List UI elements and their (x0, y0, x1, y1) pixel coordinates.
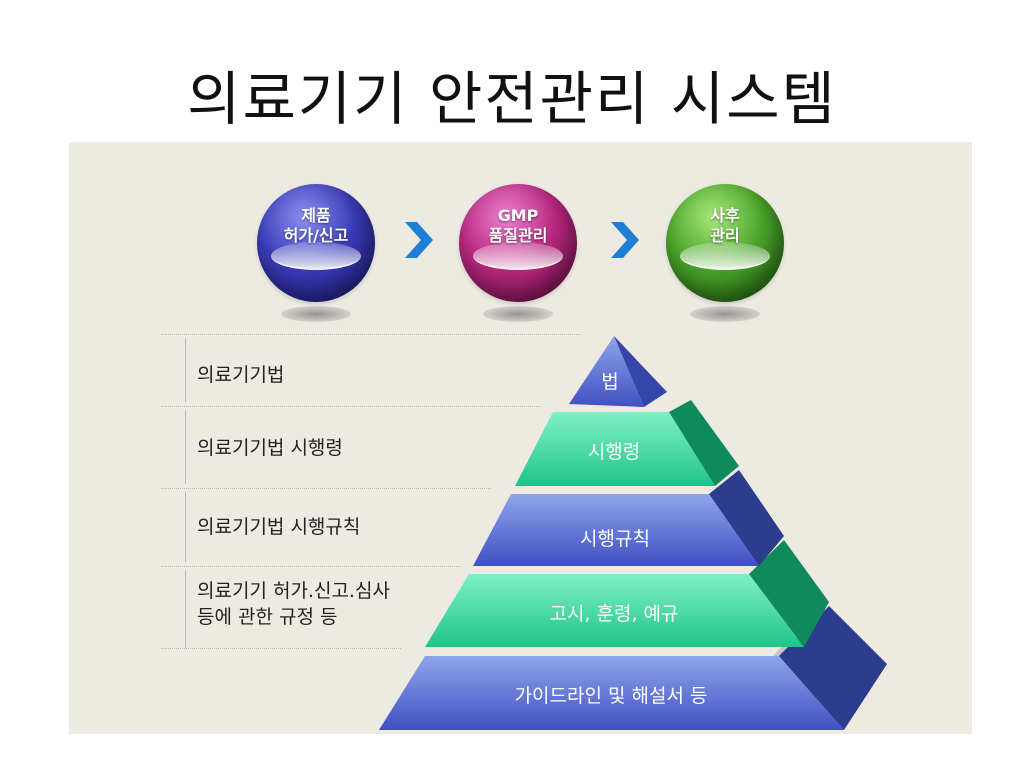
level-label-decree: 의료기기법 시행령 (197, 437, 343, 459)
level-label-regulations: 의료기기 허가.신고.심사 등에 관한 규정 등 (197, 580, 390, 628)
process-step-line2: 품질관리 (488, 226, 548, 245)
bracket-line (185, 570, 186, 648)
bracket-line (185, 410, 186, 484)
separator-line (161, 334, 581, 335)
separator-line (161, 406, 541, 407)
tier-label-2: 시행령 (588, 441, 640, 463)
tier-label-3: 시행규칙 (580, 528, 650, 550)
pyramid-tier-4-side (749, 540, 829, 647)
separator-line (161, 488, 491, 489)
sphere-blue: 제품 허가/신고 (257, 184, 375, 302)
process-step-line2: 관리 (710, 226, 740, 245)
process-step-line1: 제품 (301, 206, 331, 225)
bracket-line (185, 338, 186, 402)
pyramid-tier-4 (425, 574, 804, 647)
process-step-line1: GMP (497, 206, 539, 225)
process-step-line2: 허가/신고 (283, 226, 349, 245)
process-step-line1: 사후 (710, 206, 740, 225)
level-label-rules: 의료기기법 시행규칙 (197, 516, 361, 538)
pyramid-tier-1-side (614, 336, 667, 407)
pyramid-tier-2 (515, 412, 715, 486)
tier-label-4: 고시, 훈령, 예규 (549, 603, 678, 625)
pyramid-tier-5 (379, 656, 844, 730)
slide-title: 의료기기 안전관리 시스템 (187, 65, 837, 133)
pyramid-diagram: 법 시행령 시행규칙 고시, 훈령, 예규 가이드라인 및 해설서 등 (379, 336, 887, 730)
level-label-law: 의료기기법 (197, 364, 285, 386)
sphere-magenta: GMP 품질관리 (459, 184, 577, 302)
pyramid-tier-1 (569, 336, 644, 407)
process-step-gmp: GMP 품질관리 (459, 184, 579, 324)
process-step-postmarket: 사후 관리 (666, 184, 786, 324)
sphere-green: 사후 관리 (666, 184, 784, 302)
process-step-approval: 제품 허가/신고 (257, 184, 377, 324)
chevron-right-icon (405, 222, 433, 258)
pyramid-tier-3-side (709, 470, 784, 566)
tier-label-5: 가이드라인 및 해설서 등 (515, 685, 708, 707)
separator-line (161, 648, 401, 649)
pyramid-tier-2-side (669, 400, 739, 486)
separator-line (161, 566, 461, 567)
pyramid-tier-3 (473, 494, 759, 566)
diagram-panel: 제품 허가/신고 GMP 품질관리 사후 관리 (69, 142, 972, 734)
bracket-line (185, 492, 186, 562)
chevron-right-icon (611, 222, 639, 258)
tier-label-1: 법 (601, 371, 618, 393)
